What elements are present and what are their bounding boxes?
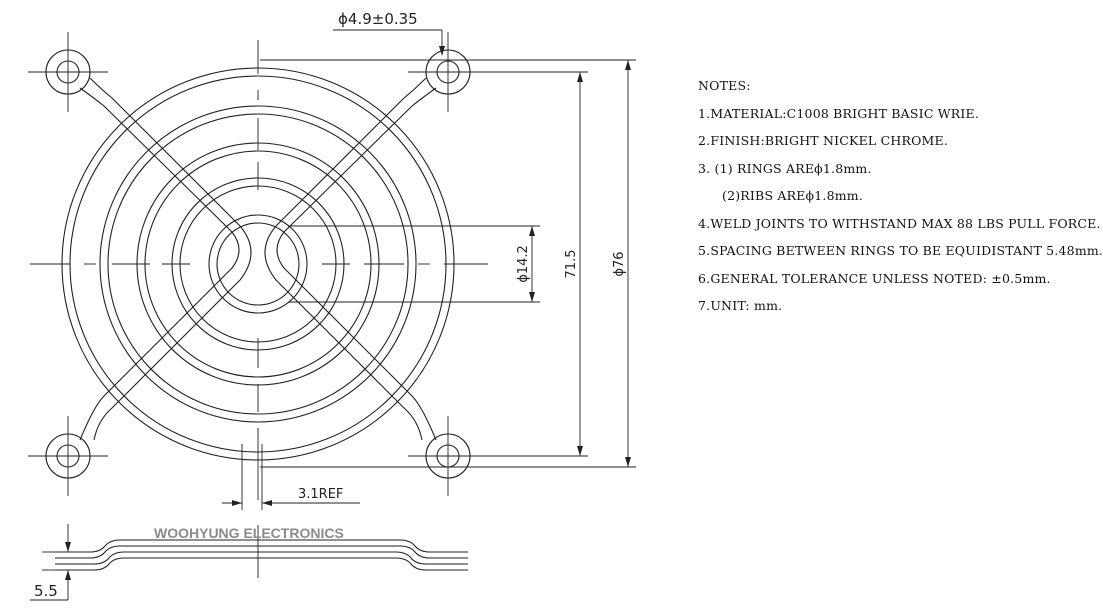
- note-item: 6.GENERAL TOLERANCE UNLESS NOTED: ±0.5mm…: [698, 270, 1051, 286]
- outer-dia-label: ϕ76: [612, 251, 627, 276]
- inner-ring-dia-label: ϕ14.2: [516, 245, 531, 283]
- thickness-label: 5.5: [34, 582, 58, 600]
- hole-dia-label: ϕ4.9±0.35: [338, 10, 418, 28]
- note-item: 3. (1) RINGS AREϕ1.8mm.: [698, 160, 872, 176]
- note-item: 7.UNIT: mm.: [698, 298, 783, 313]
- notes-title: NOTES:: [698, 78, 751, 93]
- rib-offset-label: 3.1REF: [298, 487, 343, 502]
- fan-guard-drawing: ϕ4.9±0.35 ϕ14.2 71.5 ϕ76 3.1REF 5.5 WOOH…: [28, 10, 636, 601]
- guard-ribs: [79, 77, 437, 441]
- company-watermark: WOOHYUNG ELECTRONICS: [154, 525, 344, 541]
- note-item: (2)RIBS AREϕ1.8mm.: [722, 188, 864, 203]
- dimension-lines: [222, 29, 636, 510]
- note-item: 1.MATERIAL:C1008 BRIGHT BASIC WRIE.: [698, 105, 980, 121]
- note-item: 4.WELD JOINTS TO WITHSTAND MAX 88 LBS PU…: [698, 215, 1101, 231]
- side-view: [30, 524, 468, 601]
- note-item: 2.FINISH:BRIGHT NICKEL CHROME.: [698, 133, 949, 148]
- hole-spacing-label: 71.5: [564, 250, 579, 279]
- note-item: 5.SPACING BETWEEN RINGS TO BE EQUIDISTAN…: [698, 243, 1103, 258]
- center-lines: [30, 40, 488, 500]
- notes-block: NOTES: 1.MATERIAL:C1008 BRIGHT BASIC WRI…: [698, 72, 1103, 320]
- mounting-holes: [28, 32, 488, 496]
